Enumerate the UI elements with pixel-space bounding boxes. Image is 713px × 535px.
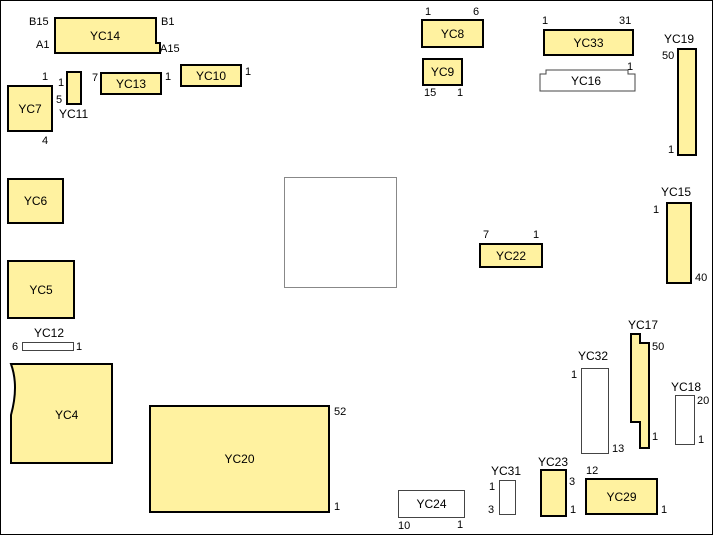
connector-yc10: YC10: [180, 64, 242, 87]
processor-chip: [284, 177, 397, 288]
yc22-pin-7: 7: [483, 229, 490, 241]
connector-yc19: [677, 48, 697, 156]
yc14-pin-b15: B15: [29, 16, 49, 28]
yc23-label: YC23: [538, 455, 569, 469]
yc9-label: YC9: [430, 65, 455, 79]
yc17-label: YC17: [628, 318, 659, 332]
connector-yc9: YC9: [422, 58, 463, 86]
yc4-label: YC4: [55, 408, 79, 422]
yc24-label: YC24: [416, 497, 447, 511]
connector-yc7: YC7: [7, 85, 53, 132]
yc19-pin-50: 50: [662, 50, 675, 62]
yc12-pin-1: 1: [76, 341, 83, 353]
yc33-label: YC33: [573, 35, 604, 50]
yc10-pin-1: 1: [245, 66, 252, 78]
yc12-label: YC12: [34, 326, 65, 340]
yc9-pin-15: 15: [424, 87, 437, 99]
yc16-label: YC16: [571, 74, 602, 88]
yc5-label: YC5: [29, 282, 53, 297]
yc14-pin-a1: A1: [36, 39, 50, 51]
connector-yc18: [675, 395, 695, 445]
yc23-pin-3: 3: [569, 476, 576, 488]
yc11-label: YC11: [59, 107, 89, 121]
yc33-pin-31: 31: [619, 15, 632, 27]
yc13-pin-7: 7: [92, 72, 99, 84]
yc14-pin-b1: B1: [161, 16, 175, 28]
yc9-pin-1: 1: [457, 87, 464, 99]
connector-yc24: YC24: [398, 490, 465, 518]
connector-yc22: YC22: [479, 243, 543, 268]
connector-yc31: [499, 480, 516, 515]
yc15-pin-40: 40: [695, 272, 708, 284]
yc13-label: YC13: [115, 76, 147, 91]
yc15-pin-1: 1: [653, 204, 660, 216]
yc23-pin-1: 1: [570, 504, 577, 516]
yc29-label: YC29: [606, 489, 637, 504]
connector-yc13: YC13: [100, 72, 162, 95]
yc18-pin-20: 20: [697, 395, 710, 407]
connector-yc5: YC5: [7, 260, 75, 319]
connector-yc29: YC29: [585, 478, 658, 515]
yc22-pin-1: 1: [533, 229, 540, 241]
yc15-label: YC15: [661, 185, 692, 199]
yc11-pin-1: 1: [58, 77, 65, 89]
yc14-pin-a15: A15: [160, 43, 180, 55]
yc29-pin-12: 12: [586, 465, 599, 477]
yc13-pin-1: 1: [165, 71, 172, 83]
yc20-label: YC20: [224, 452, 255, 466]
connector-yc20: YC20: [149, 405, 330, 513]
yc31-pin-3: 3: [488, 504, 495, 516]
yc29-pin-1: 1: [661, 504, 668, 516]
yc31-label: YC31: [491, 464, 522, 478]
yc8-label: YC8: [440, 26, 465, 41]
connector-yc11: [66, 71, 82, 105]
yc10-label: YC10: [195, 68, 227, 83]
yc22-label: YC22: [495, 248, 527, 263]
yc19-pin-1: 1: [668, 144, 675, 156]
yc18-pin-1: 1: [698, 434, 705, 446]
yc16-pin-1: 1: [627, 61, 634, 73]
yc6-label: YC6: [23, 194, 48, 208]
yc12-pin-6: 6: [12, 341, 19, 353]
yc17-pin-50: 50: [652, 341, 665, 353]
yc32-pin-1: 1: [571, 369, 578, 381]
yc7-label: YC7: [18, 101, 42, 116]
yc24-pin-1: 1: [457, 519, 464, 531]
yc8-pin-1: 1: [425, 6, 432, 18]
yc7-pin-1: 1: [42, 71, 49, 83]
yc17-pin-1: 1: [652, 431, 659, 443]
connector-yc6: YC6: [7, 178, 64, 224]
yc7-pin-4: 4: [42, 135, 49, 147]
yc32-pin-13: 13: [612, 443, 625, 455]
yc32-label: YC32: [578, 349, 609, 363]
yc20-pin-1: 1: [334, 501, 341, 513]
connector-yc23: [540, 469, 567, 517]
yc18-label: YC18: [671, 380, 702, 394]
connector-yc15: [666, 202, 692, 284]
connector-yc12: [22, 342, 74, 351]
connector-yc8: YC8: [421, 19, 484, 48]
yc19-label: YC19: [664, 32, 695, 46]
yc33-pin-1: 1: [542, 15, 549, 27]
connector-yc32: [581, 368, 609, 454]
yc14-label: YC14: [90, 29, 121, 43]
yc20-pin-52: 52: [334, 406, 347, 418]
yc31-pin-1: 1: [489, 481, 496, 493]
yc11-pin-5: 5: [56, 94, 63, 106]
connector-yc33: YC33: [543, 29, 634, 56]
yc8-pin-6: 6: [473, 6, 480, 18]
yc24-pin-10: 10: [398, 520, 411, 532]
